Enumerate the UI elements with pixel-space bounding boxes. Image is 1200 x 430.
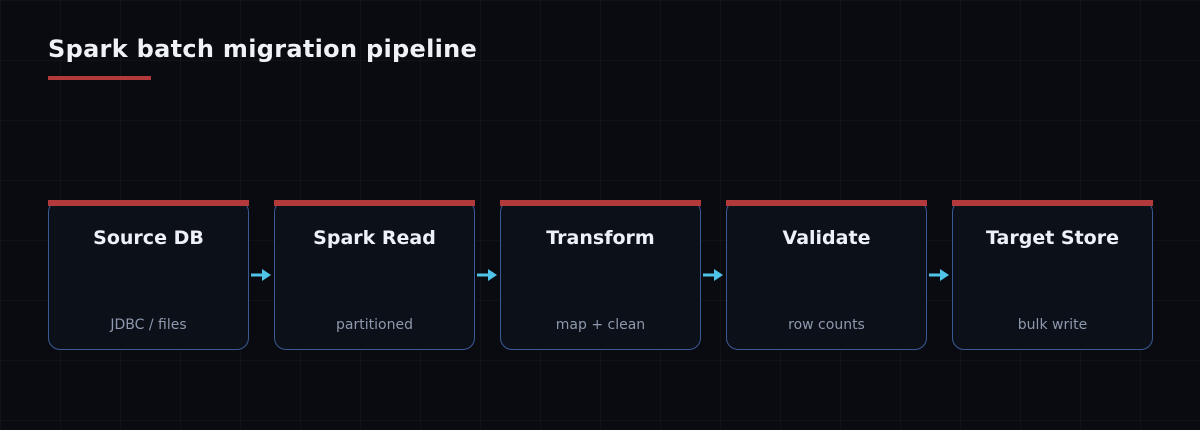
stage-box bbox=[952, 200, 1153, 350]
stage-target-store: Target Store bulk write bbox=[952, 200, 1153, 350]
stage-subtitle: JDBC / files bbox=[110, 317, 187, 333]
arrow-icon bbox=[251, 269, 271, 281]
stage-validate: Validate row counts bbox=[726, 200, 927, 350]
title-underline bbox=[48, 76, 151, 80]
stage-accent-bar bbox=[952, 200, 1153, 206]
stage-accent-bar bbox=[726, 200, 927, 206]
stage-accent-bar bbox=[48, 200, 249, 206]
stage-source-db: Source DB JDBC / files bbox=[48, 200, 249, 350]
stage-box bbox=[48, 200, 249, 350]
stage-subtitle: map + clean bbox=[555, 317, 646, 333]
stage-subtitle: bulk write bbox=[1017, 317, 1088, 333]
stage-title: Source DB bbox=[93, 227, 204, 249]
stage-spark-read: Spark Read partitioned bbox=[274, 200, 475, 350]
stage-box bbox=[726, 200, 927, 350]
stage-title: Spark Read bbox=[313, 227, 436, 249]
arrow-icon bbox=[703, 269, 723, 281]
stage-title: Validate bbox=[782, 227, 871, 249]
arrow-icon bbox=[929, 269, 949, 281]
stage-transform: Transform map + clean bbox=[500, 200, 701, 350]
stage-subtitle: partitioned bbox=[336, 317, 413, 333]
stage-accent-bar bbox=[500, 200, 701, 206]
stage-box bbox=[274, 200, 475, 350]
stage-title: Transform bbox=[546, 227, 655, 249]
stage-box bbox=[500, 200, 701, 350]
arrow-icon bbox=[477, 269, 497, 281]
stage-accent-bar bbox=[274, 200, 475, 206]
stage-title: Target Store bbox=[986, 227, 1119, 249]
page-title: Spark batch migration pipeline bbox=[48, 35, 478, 63]
stage-subtitle: row counts bbox=[788, 317, 865, 333]
